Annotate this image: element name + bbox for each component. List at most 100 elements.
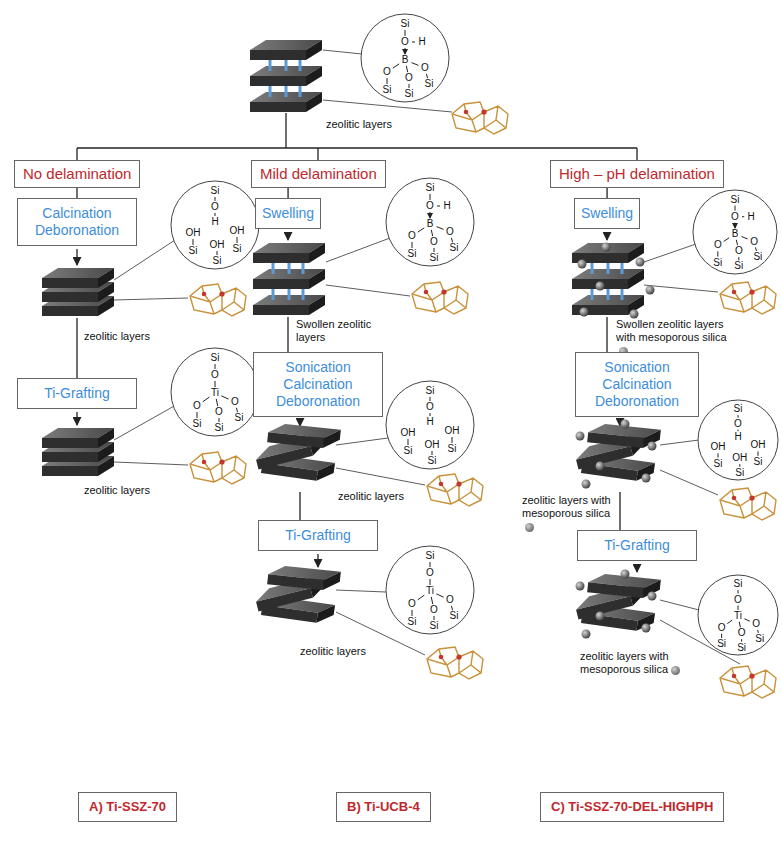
zeolite-cages bbox=[720, 666, 776, 698]
atom-label: Si bbox=[408, 617, 417, 627]
flow-lines bbox=[636, 564, 637, 572]
atom-label: Si bbox=[404, 446, 413, 456]
leader-lines bbox=[114, 405, 176, 440]
atom-label: Si bbox=[450, 243, 459, 253]
atom-label: OH bbox=[445, 426, 460, 436]
box-text: B) Ti-UCB-4 bbox=[347, 799, 420, 815]
layer-stacks bbox=[596, 612, 605, 621]
leader-lines bbox=[326, 285, 410, 296]
atom-label: Si bbox=[233, 244, 242, 254]
flow-lines bbox=[606, 232, 607, 240]
bond-line bbox=[744, 619, 749, 621]
flow-lines bbox=[299, 492, 300, 520]
bond-line bbox=[412, 242, 413, 248]
caption-text: Swollen zeolitic layers with mesoporous … bbox=[616, 318, 727, 343]
atom-label: Si bbox=[734, 404, 743, 414]
leader-lines bbox=[336, 438, 388, 445]
caption-text: zeolitic layers with mesoporous silica bbox=[522, 494, 611, 519]
layer-stacks bbox=[596, 462, 605, 471]
box-text: Calcination Deboronation bbox=[24, 205, 130, 239]
atom-label: O bbox=[714, 240, 722, 250]
atom-label: O bbox=[734, 595, 742, 605]
bond-line bbox=[405, 30, 406, 36]
bond-line bbox=[451, 238, 452, 242]
process-box: Swelling bbox=[255, 198, 321, 229]
atom-label: Si bbox=[383, 85, 392, 95]
bond-line bbox=[237, 237, 238, 243]
layer-stacks bbox=[642, 624, 651, 633]
atom-label: B bbox=[732, 229, 739, 239]
atom-label: O bbox=[401, 37, 409, 47]
layer-stacks bbox=[621, 570, 630, 579]
layer-stacks bbox=[267, 422, 341, 449]
atom-label: Si bbox=[734, 579, 743, 589]
caption-text: Swollen zeolitic layers bbox=[296, 318, 371, 343]
result-label: C) Ti-SSZ-70-DEL-HIGHPH bbox=[540, 792, 724, 822]
leader-lines bbox=[326, 238, 390, 262]
atom-label: O bbox=[193, 401, 201, 411]
layer-stacks bbox=[250, 40, 322, 112]
atom-label: O bbox=[426, 201, 434, 211]
inset-circle bbox=[386, 546, 474, 634]
bond-line bbox=[735, 223, 736, 228]
layer-stacks bbox=[642, 474, 651, 483]
atom-label: O bbox=[426, 568, 434, 578]
bond-line bbox=[412, 42, 415, 43]
bond-line bbox=[738, 415, 739, 418]
zeolite-cages bbox=[452, 102, 508, 134]
bond-line bbox=[430, 562, 431, 567]
process-box: Ti-Grafting bbox=[258, 520, 378, 551]
atom-label: O bbox=[718, 623, 726, 633]
box-text: No delamination bbox=[23, 165, 131, 183]
bond-line bbox=[405, 48, 406, 54]
bond-line bbox=[408, 439, 409, 445]
layer-stacks bbox=[267, 564, 341, 591]
atom-label: Si bbox=[426, 551, 435, 561]
atom-label: Si bbox=[426, 386, 435, 396]
bond-line bbox=[721, 634, 722, 638]
bond-line bbox=[739, 622, 740, 628]
process-box: Ti-Grafting bbox=[17, 378, 137, 409]
layer-stacks bbox=[602, 243, 611, 252]
bond-line bbox=[387, 78, 388, 84]
atom-label: Si bbox=[215, 423, 224, 433]
layer-stacks bbox=[648, 592, 657, 601]
atom-label: OH bbox=[732, 453, 747, 463]
bond-line bbox=[434, 248, 435, 252]
box-text: A) Ti-SSZ-70 bbox=[89, 799, 166, 815]
connector bbox=[606, 188, 607, 198]
bond-line bbox=[430, 397, 431, 401]
caption-label: zeolitic layers with mesoporous silica bbox=[522, 494, 614, 533]
caption-text: zeolitic layers bbox=[338, 490, 404, 502]
bond-line bbox=[738, 257, 739, 260]
leader-lines bbox=[323, 100, 452, 112]
bond-line bbox=[757, 630, 759, 633]
atom-label: O bbox=[383, 67, 391, 77]
atom-label: O bbox=[752, 619, 760, 629]
bond-line bbox=[215, 197, 216, 201]
caption-text: zeolitic layers bbox=[84, 484, 150, 496]
zeolite-cages bbox=[720, 282, 776, 314]
inset-circle bbox=[171, 348, 259, 436]
bond-line bbox=[741, 639, 742, 642]
bond-line bbox=[430, 194, 431, 200]
inset-circle bbox=[698, 575, 778, 655]
inset-circle bbox=[698, 400, 778, 480]
atom-label: H bbox=[748, 212, 755, 222]
atom-label: OH bbox=[401, 428, 416, 438]
bond-line bbox=[409, 84, 410, 88]
bond-line bbox=[217, 251, 218, 255]
box-text: Ti-Grafting bbox=[24, 385, 130, 402]
bond-line bbox=[426, 74, 427, 78]
atom-label: Si bbox=[753, 252, 762, 262]
atom-label: Si bbox=[714, 459, 723, 469]
bond-line bbox=[739, 464, 740, 467]
atom-label: Si bbox=[737, 643, 746, 653]
layer-stacks bbox=[578, 260, 587, 269]
atom-label: Si bbox=[211, 186, 220, 196]
route-header: High – pH delamination bbox=[550, 160, 724, 188]
atom-label: Ti bbox=[426, 586, 434, 596]
bond-line bbox=[717, 251, 718, 256]
atom-label: OH bbox=[230, 226, 245, 236]
silica-sphere bbox=[671, 666, 680, 675]
